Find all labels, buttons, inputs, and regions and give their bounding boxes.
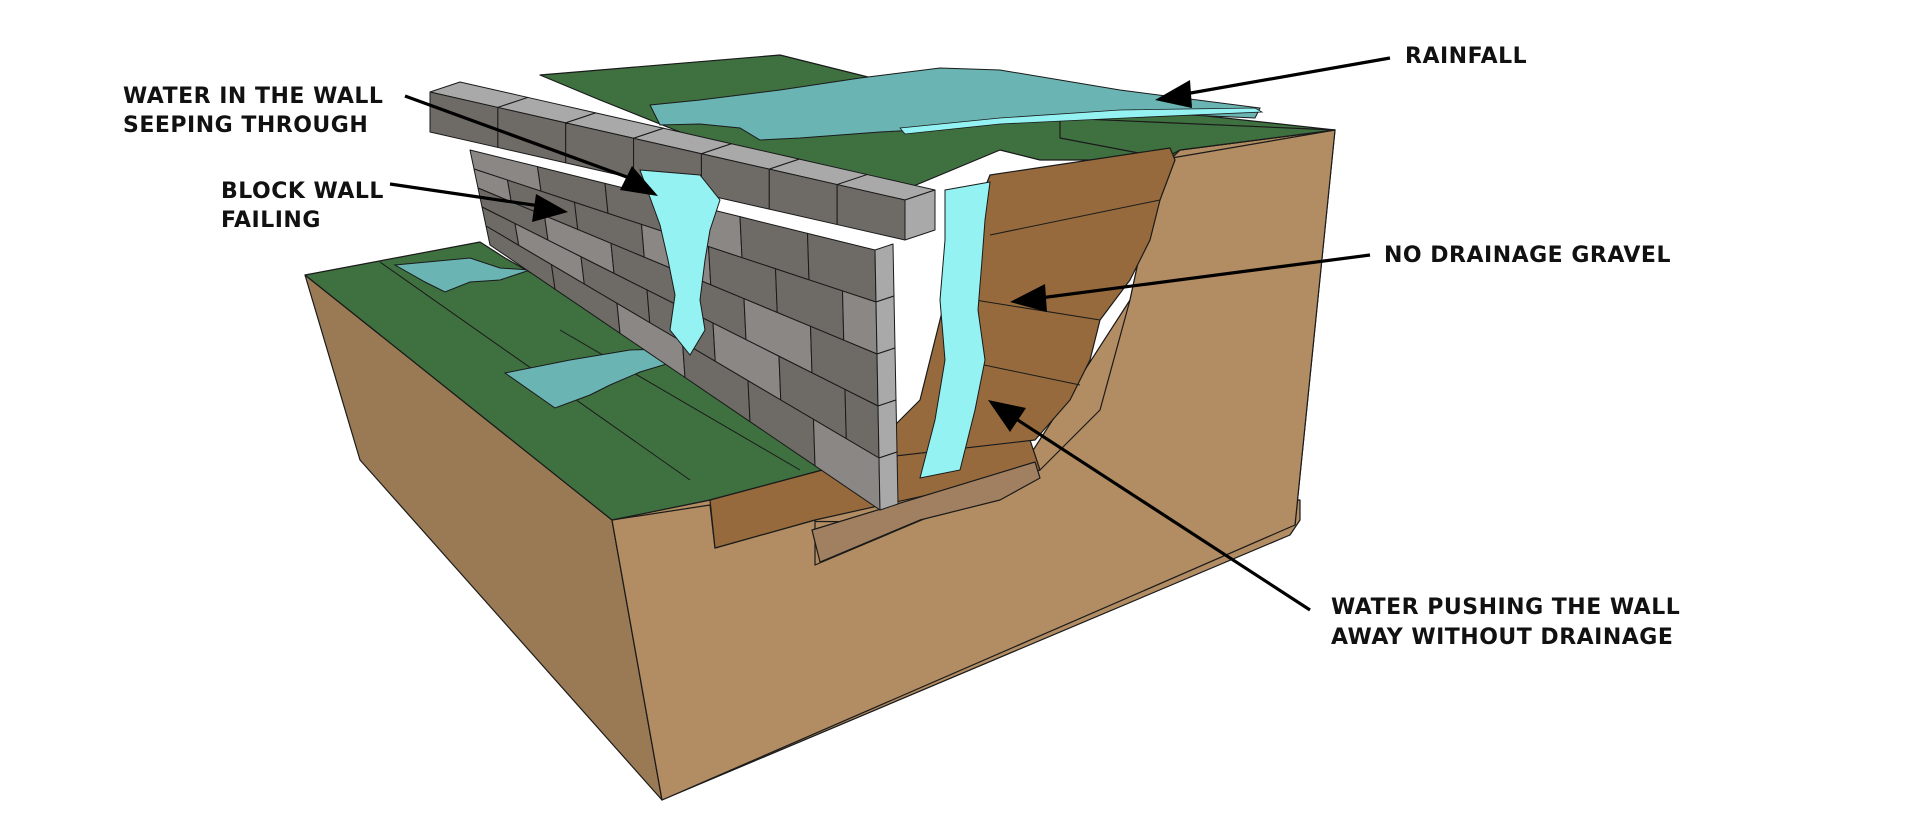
- grass-line-2: [559, 329, 801, 471]
- rainfall-highlight: [899, 107, 1264, 135]
- puddle-2: [503, 347, 692, 409]
- arrowhead-rainfall: [1155, 80, 1192, 108]
- backfill-line-1: [989, 199, 1161, 236]
- front-grass: [304, 241, 861, 521]
- backfill-line-2: [974, 299, 1101, 321]
- wall-block-end: [878, 451, 899, 511]
- label-no-drainage: NO DRAINAGE GRAVEL: [1384, 243, 1671, 268]
- label-water-pushing-line1: WATER PUSHING THE WALL: [1331, 595, 1680, 620]
- label-rainfall: RAINFALL: [1405, 44, 1527, 69]
- wall-block-end: [875, 295, 896, 355]
- label-water-pushing-line2: AWAY WITHOUT DRAINAGE: [1331, 625, 1673, 650]
- label-water-in-wall-line2: SEEPING THROUGH: [123, 113, 368, 138]
- arrow-block-wall: [389, 182, 541, 208]
- puddle-1: [393, 257, 531, 293]
- arrowhead-no-drainage: [1010, 284, 1047, 312]
- arrowhead-water-pushing: [988, 400, 1026, 432]
- callout-labels: RAINFALL WATER IN THE WALL SEEPING THROU…: [123, 44, 1680, 650]
- wall-block-end: [877, 399, 898, 459]
- arrow-water-pushing: [1009, 413, 1311, 612]
- callout-arrows: [389, 56, 1391, 612]
- water-channel: [919, 181, 991, 479]
- arrow-rainfall: [1184, 56, 1391, 96]
- arrowhead-water-in-wall: [620, 166, 658, 196]
- label-water-in-wall-line1: WATER IN THE WALL: [123, 84, 383, 109]
- wall-block-end: [876, 347, 897, 407]
- arrow-no-drainage: [1039, 253, 1371, 300]
- label-block-wall-line1: BLOCK WALL: [221, 179, 384, 204]
- trench-floor: [811, 461, 1041, 563]
- seeping-water: [639, 169, 721, 356]
- soil-block: [304, 129, 1336, 801]
- arrowhead-block-wall: [532, 194, 568, 222]
- label-block-wall-line2: FAILING: [221, 208, 321, 233]
- cap-stone-end: [904, 189, 936, 241]
- wall-block-end: [874, 243, 895, 303]
- arrow-water-in-wall: [404, 94, 636, 182]
